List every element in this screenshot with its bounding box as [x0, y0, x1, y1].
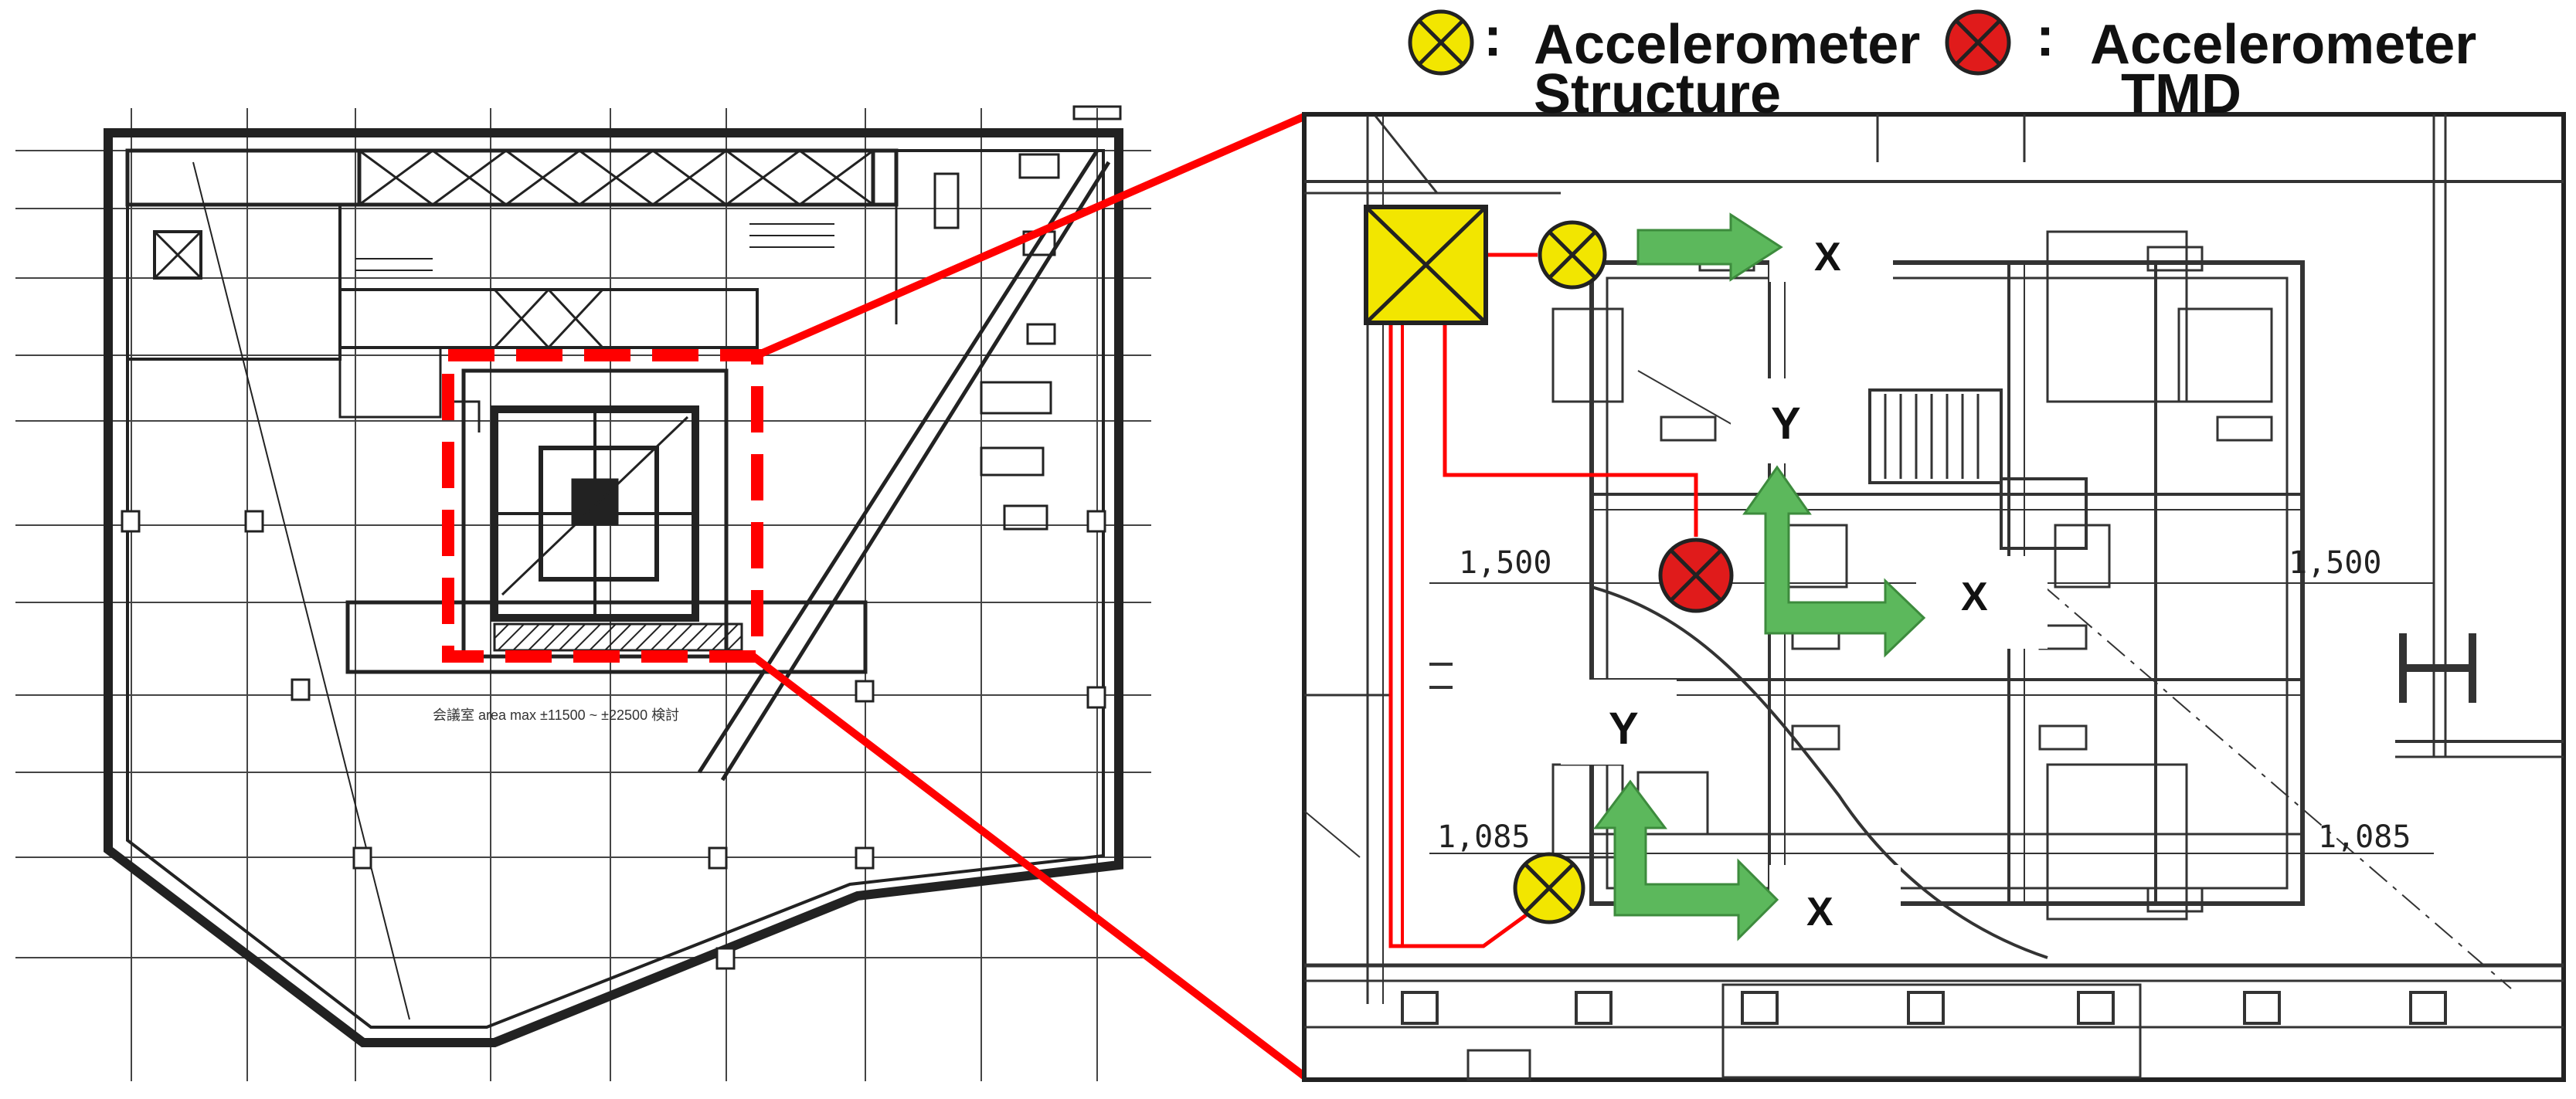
label-backdrops — [1561, 197, 2048, 958]
axis-label-y-bottom: Y — [1609, 704, 1639, 754]
accelerometer-structure-top — [1538, 220, 1607, 290]
callout-box — [442, 349, 763, 663]
callout-leaders — [750, 112, 1309, 1080]
arrow-x-top — [1636, 212, 1783, 282]
plan-corridor — [345, 600, 868, 674]
plan-columns — [121, 510, 1106, 970]
dimension-label-lower-right: 1,085 — [2318, 819, 2411, 855]
axis-label-y-center: Y — [1771, 399, 1801, 449]
accelerometer-tmd — [1658, 538, 1734, 613]
axis-label-x-top: X — [1814, 235, 1841, 280]
legend-tmd-separator: : — [2036, 6, 2054, 68]
axis-label-x-bottom: X — [1806, 890, 1833, 934]
tmd-detail: X Y X Y X 1,500 1,500 1,085 1,085 — [1302, 112, 2566, 1082]
legend-tmd-line2: TMD — [2121, 63, 2241, 125]
daq-box — [1364, 205, 1488, 325]
arrow-xy-bottom — [1593, 779, 1779, 941]
legend-structure-line1: Accelerometer — [1534, 14, 1920, 76]
floor-plan: 会議室 area max ±11500 ~ ±22500 検討 — [15, 105, 1151, 1081]
plan-floor-note: 会議室 area max ±11500 ~ ±22500 検討 — [433, 707, 679, 723]
dimension-label-lower-left: 1,085 — [1437, 819, 1530, 855]
legend-tmd-icon — [1945, 9, 2011, 76]
legend-structure-separator: : — [1483, 6, 1502, 68]
accelerometer-structure-bottom — [1513, 852, 1585, 924]
service-core — [125, 105, 1122, 531]
plan-tmd-zone — [448, 368, 729, 659]
axis-label-x-center: X — [1961, 575, 1988, 619]
building-outline — [104, 128, 1123, 1047]
legend: : Accelerometer Structure : Acceleromete… — [1408, 6, 2476, 125]
dimension-label-upper-left: 1,500 — [1459, 545, 1551, 581]
signal-cables — [1388, 253, 1698, 948]
legend-tmd-line1: Accelerometer — [2090, 14, 2476, 76]
dimension-label-upper-right: 1,500 — [2289, 545, 2381, 581]
legend-structure-line2: Structure — [1534, 63, 1781, 125]
plan-diagonal — [192, 149, 1111, 1020]
arrow-xy-center — [1742, 465, 1926, 658]
legend-structure-icon — [1408, 9, 1474, 76]
